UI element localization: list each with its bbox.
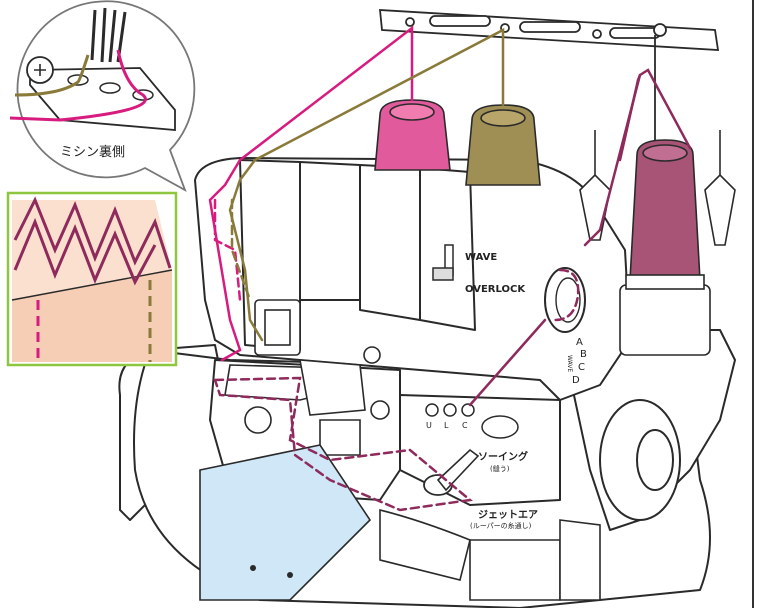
label-jet-air-sub: (ルーパーの糸通し) xyxy=(470,521,532,530)
cutter-plate xyxy=(199,444,372,601)
purple-thread-front xyxy=(468,318,547,407)
stitch-dial xyxy=(544,267,586,333)
lower-panels xyxy=(379,508,601,601)
label-wave: WAVE xyxy=(465,252,497,263)
label-jet-air: ジェットエア xyxy=(478,509,538,521)
front-buttons xyxy=(425,403,519,439)
pink-thread-path xyxy=(208,25,414,362)
dial-letter-b: B xyxy=(580,349,587,360)
inset-caption: ミシン裏側 xyxy=(60,145,125,160)
pink-dashed xyxy=(213,198,242,302)
dial-letter-c: C xyxy=(578,362,585,373)
spool-olive xyxy=(465,104,541,186)
presser-foot-area xyxy=(224,299,390,456)
lever-letter-l: L xyxy=(444,421,449,430)
stitch-zigzag xyxy=(13,196,172,269)
olive-dashed xyxy=(230,198,252,302)
inset-stitch-sample xyxy=(6,191,178,367)
wave-switch xyxy=(432,244,454,281)
label-sewing-sub: (縫う) xyxy=(490,464,510,473)
olive-thread-path xyxy=(228,27,505,342)
lever-letter-u: U xyxy=(426,421,432,430)
dial-letter-a: A xyxy=(576,337,583,348)
purple-thread-path-2 xyxy=(618,73,642,162)
label-sewing: ソーイング xyxy=(478,450,528,463)
purple-dashed-loop xyxy=(213,376,473,512)
lever-letter-c: C xyxy=(462,421,468,430)
cover-panel-2 xyxy=(299,161,361,301)
spool-pins xyxy=(579,130,736,356)
dial-letter-d: D xyxy=(572,375,580,386)
spool-pink xyxy=(374,99,451,171)
handwheel-inner xyxy=(636,429,674,491)
label-wave-vertical: WAVE xyxy=(566,355,573,372)
spools xyxy=(374,99,705,290)
spool-purple xyxy=(625,139,705,290)
label-overlock: OVERLOCK xyxy=(465,284,526,295)
machine-text: WAVE OVERLOCK ソーイング (縫う) ジェットエア (ルーパーの糸通… xyxy=(426,252,587,530)
inset-back-of-machine: ミシン裏側 xyxy=(9,0,196,192)
threads xyxy=(208,25,692,512)
cover-panel-3 xyxy=(359,164,421,321)
